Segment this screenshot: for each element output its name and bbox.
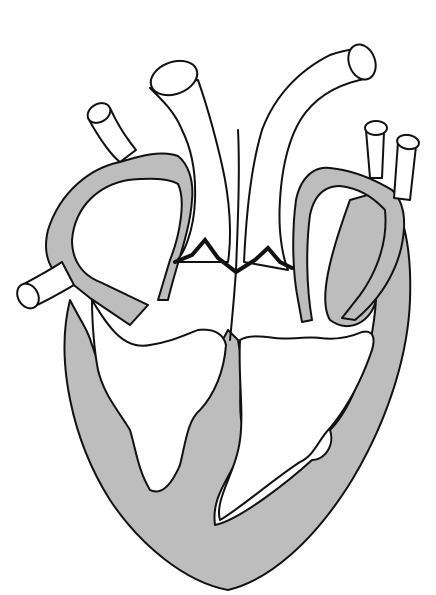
septum-line <box>230 130 239 340</box>
pulmonary-vein-2 <box>394 142 416 200</box>
pulmonary-vein-1 <box>366 130 384 178</box>
right-atrium-wall <box>46 154 192 325</box>
pulmonary-vein-1-opening <box>365 121 387 135</box>
